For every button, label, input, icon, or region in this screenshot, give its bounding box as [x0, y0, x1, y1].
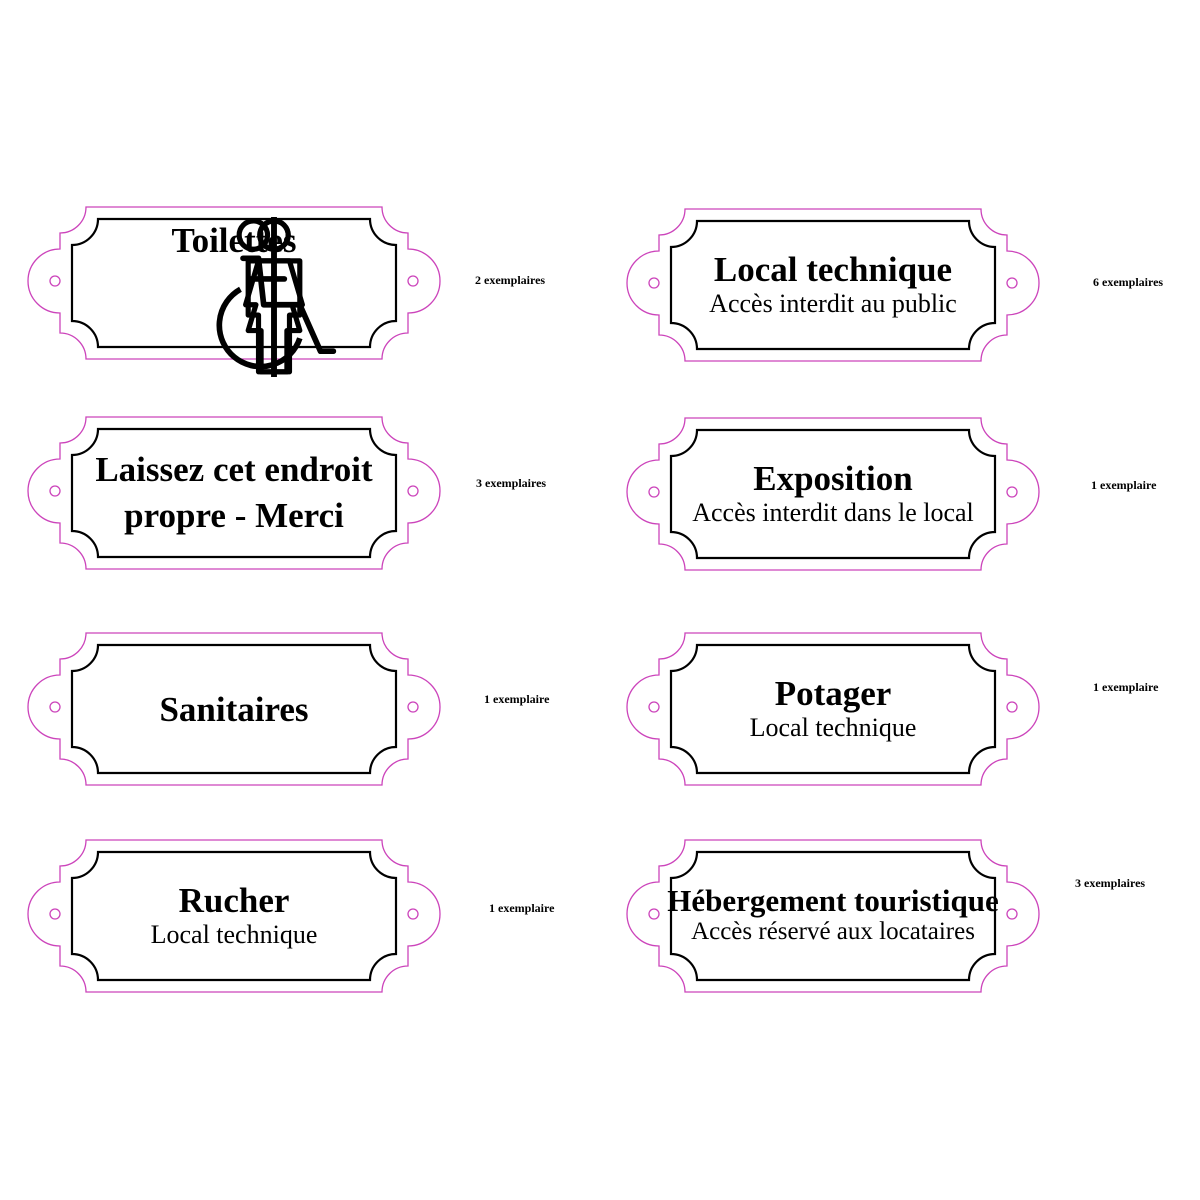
plaque-hebergement: Hébergement touristique Accès réservé au… [625, 836, 1041, 996]
plaque-laissez-propre: Laissez cet endroit propre - Merci [26, 413, 442, 573]
plaque-subtitle: Local technique [150, 919, 318, 949]
plaque-text: Local technique Accès interdit au public [667, 219, 999, 351]
copy-count: 1 exemplaire [489, 901, 555, 915]
plaque-text: Hébergement touristique Accès réservé au… [667, 850, 999, 982]
plaque-text: Laissez cet endroit propre - Merci [68, 427, 400, 559]
plaque-title: Potager [774, 673, 892, 713]
copy-count: 6 exemplaires [1093, 275, 1164, 289]
copy-count: 1 exemplaire [1091, 478, 1157, 492]
plaque-subtitle: Accès interdit au public [709, 288, 957, 318]
copy-count: 3 exemplaires [476, 476, 547, 490]
copy-count: 3 exemplaires [1075, 876, 1146, 890]
plaque-rucher: Rucher Local technique [26, 836, 442, 996]
plaque-title: Exposition [753, 458, 913, 498]
plaque-subtitle: Accès réservé aux locataires [691, 918, 975, 946]
plaque-text: Potager Local technique [667, 643, 999, 775]
copy-count: 1 exemplaire [1093, 680, 1159, 694]
plaque-local-technique: Local technique Accès interdit au public [625, 205, 1041, 365]
plaque-subtitle: Local technique [749, 712, 917, 742]
plaque-potager: Potager Local technique [625, 629, 1041, 789]
plaque-toilettes: Toilettes [26, 203, 442, 377]
plaque-title: Sanitaires [159, 689, 309, 729]
copy-count: 2 exemplaires [475, 273, 546, 287]
plaque-title: Hébergement touristique [667, 883, 999, 919]
plaque-title: Local technique [713, 249, 953, 289]
plaque-sanitaires: Sanitaires [26, 629, 442, 789]
plaque-text: Exposition Accès interdit dans le local [667, 428, 999, 560]
plaque-title: Rucher [178, 880, 290, 920]
plaque-text: Toilettes [68, 217, 400, 377]
plaque-subtitle: Accès interdit dans le local [692, 497, 974, 527]
plaque-text: Rucher Local technique [68, 850, 400, 982]
plaque-title-line-2: propre - Merci [124, 496, 344, 535]
plaque-title-line-1: Laissez cet endroit [95, 450, 373, 489]
plaque-text: Sanitaires [68, 643, 400, 775]
plaque-exposition: Exposition Accès interdit dans le local [625, 414, 1041, 574]
copy-count: 1 exemplaire [484, 692, 550, 706]
